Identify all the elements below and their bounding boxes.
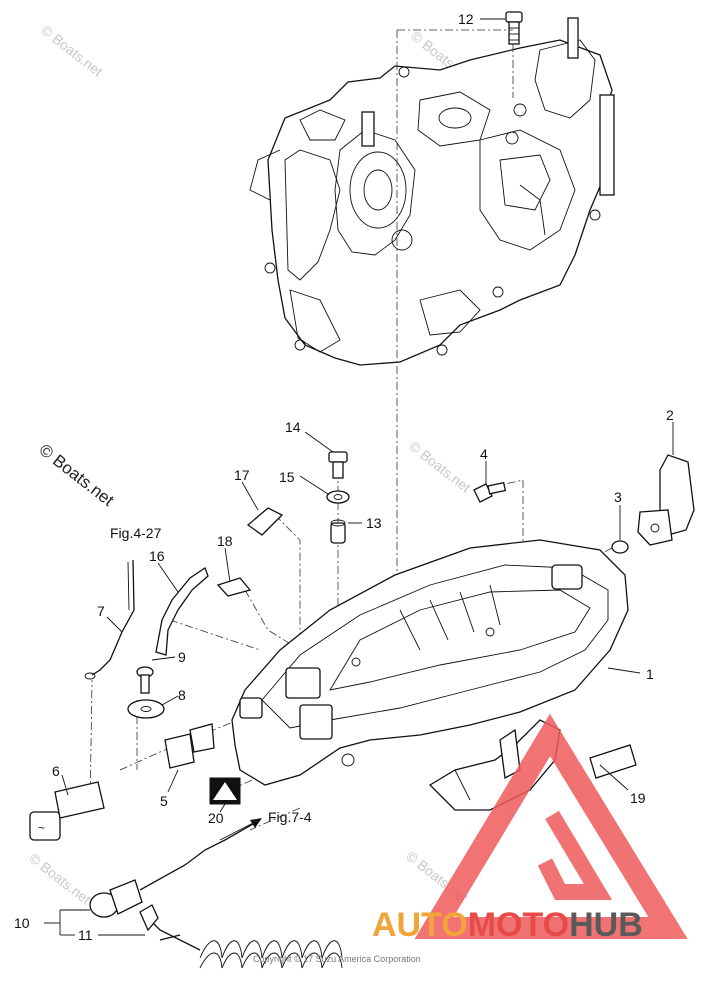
fig-7-4-arrow xyxy=(219,818,262,841)
watermark-top-left: © Boats.net xyxy=(38,22,106,80)
copyright-text: Copyright © 17 Suzu America Corporation xyxy=(253,954,421,964)
callout-10: 10 xyxy=(14,915,30,931)
automotohub-logo xyxy=(414,713,688,939)
logo-inner-mark-icon xyxy=(537,810,613,900)
callout-labels: 12 2 3 4 14 15 13 17 18 16 7 9 8 5 6 1 1… xyxy=(14,11,674,943)
grommet-5-illustration xyxy=(164,723,215,769)
switch-symbol: ~ xyxy=(38,821,45,835)
callout-15: 15 xyxy=(279,469,295,485)
engine-block-illustration xyxy=(249,17,615,366)
watermark-mid-right: © Boats.net xyxy=(406,438,474,496)
callout-3: 3 xyxy=(614,489,622,505)
callout-9: 9 xyxy=(178,649,186,665)
brand-part-moto: MOTO xyxy=(468,906,569,944)
cable-7-illustration xyxy=(84,559,135,680)
bolt-14-illustration xyxy=(328,451,348,479)
screw-9-illustration xyxy=(136,666,154,694)
watermark-left-dark: © Boats.net xyxy=(36,440,118,510)
callout-4: 4 xyxy=(480,446,488,462)
collar-13-illustration xyxy=(330,519,346,544)
callout-13: 13 xyxy=(366,515,382,531)
leader-lines xyxy=(44,18,674,936)
plate-18-illustration xyxy=(216,577,252,597)
callout-17: 17 xyxy=(234,467,250,483)
brand-part-hub: HUB xyxy=(569,906,643,944)
svg-text:AUTOMOTOHUB: AUTOMOTOHUB xyxy=(372,906,643,944)
callout-18: 18 xyxy=(217,533,233,549)
brand-wordmark: AUTOMOTOHUB xyxy=(372,906,643,944)
label-19-illustration xyxy=(589,744,637,779)
callout-16: 16 xyxy=(149,548,165,564)
callout-6: 6 xyxy=(52,763,60,779)
reference-fig-7-4: Fig.7-4 xyxy=(268,809,312,825)
lanyard-10-11-illustration xyxy=(89,819,343,969)
callout-2: 2 xyxy=(666,407,674,423)
callout-19: 19 xyxy=(630,790,646,806)
collar-3-illustration xyxy=(611,540,629,554)
reference-fig-4-27: Fig.4-27 xyxy=(110,525,162,541)
callout-7: 7 xyxy=(97,603,105,619)
washer-15-illustration xyxy=(326,490,350,504)
washer-8-illustration xyxy=(127,699,165,719)
pad-17-illustration xyxy=(246,507,284,536)
callout-5: 5 xyxy=(160,793,168,809)
callout-14: 14 xyxy=(285,419,301,435)
callout-11: 11 xyxy=(78,927,93,943)
callout-8: 8 xyxy=(178,687,186,703)
brand-part-auto: AUTO xyxy=(372,906,468,944)
seal-16-illustration xyxy=(155,567,209,656)
bolt-12-illustration xyxy=(505,11,523,45)
bolt-4-illustration xyxy=(473,481,507,503)
watermark-bottom-left: © Boats.net xyxy=(26,850,94,908)
callout-12: 12 xyxy=(458,11,474,27)
callout-20: 20 xyxy=(208,810,224,826)
callout-1: 1 xyxy=(646,666,654,682)
bracket-2-illustration xyxy=(637,454,695,546)
logo-triangle-icon xyxy=(414,713,688,939)
warning-label-20-illustration xyxy=(209,777,241,805)
